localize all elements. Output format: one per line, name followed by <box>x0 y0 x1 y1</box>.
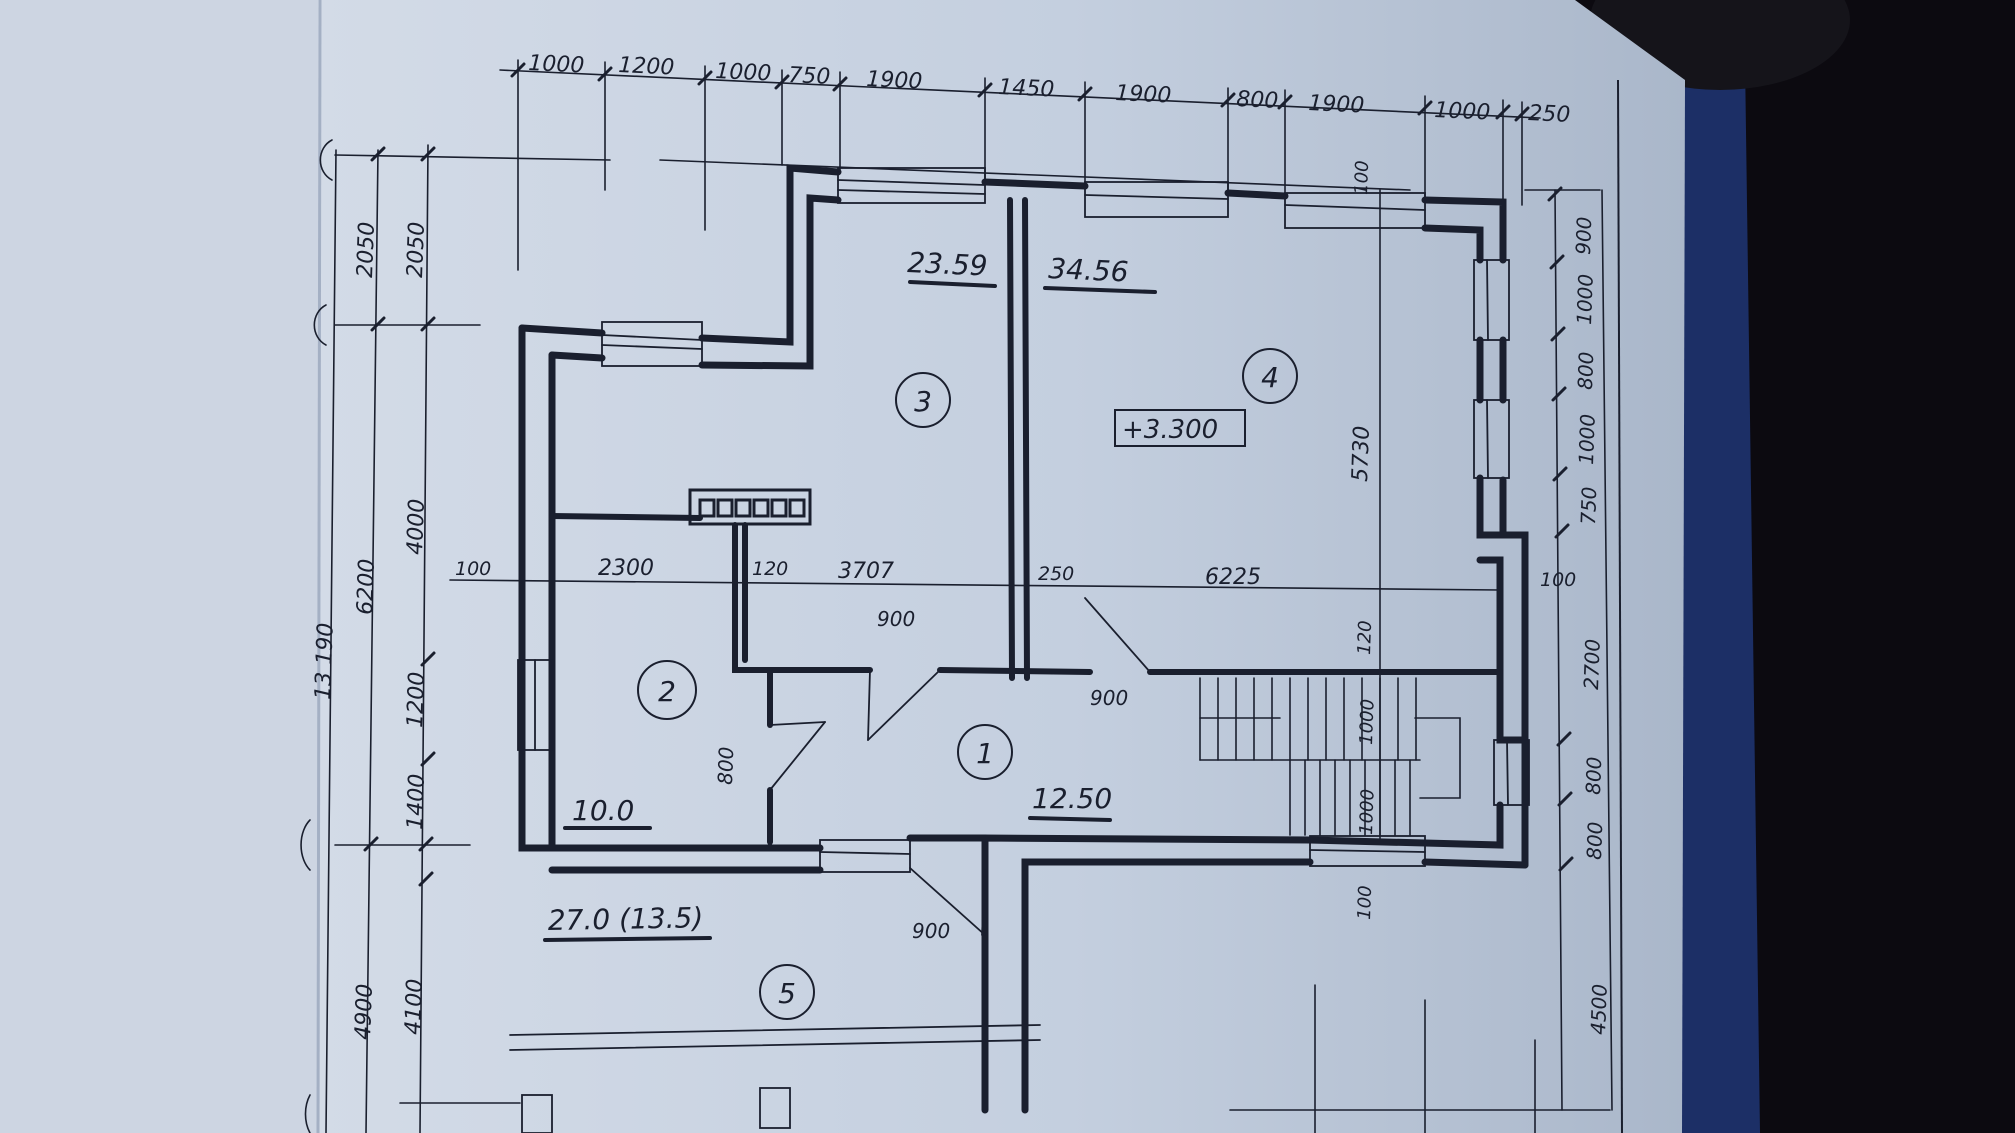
room-area-labels: 23.59 34.56 10.0 12.50 27.0 (13.5) <box>548 246 1130 937</box>
dim-label: 750 <box>1576 486 1601 525</box>
room-marker-3 <box>895 372 951 428</box>
room-marker-2 <box>637 660 697 720</box>
dim-label: 800 <box>1581 756 1606 795</box>
room-marker-5 <box>759 964 815 1020</box>
room-number-5: 5 <box>778 977 796 1010</box>
area-room-4: 34.56 <box>1048 252 1130 288</box>
dim-label: 1900 <box>1115 81 1172 109</box>
dimension-ticks <box>363 62 1574 887</box>
dim-label: 800 <box>713 746 738 785</box>
dim-label: 100 <box>1351 160 1373 195</box>
dim-label: 250 <box>1038 563 1074 585</box>
floor-plan-drawing <box>300 59 1613 1133</box>
dim-label: 5730 <box>1348 425 1375 482</box>
dim-label: 1000 <box>1574 413 1600 465</box>
windows <box>509 167 1530 1133</box>
area-room-5: 27.0 (13.5) <box>548 901 704 937</box>
axis-bubbles <box>300 139 333 1133</box>
dimension-lines <box>325 59 1613 1133</box>
dim-label: 750 <box>788 63 831 90</box>
room-number-1: 1 <box>976 737 994 770</box>
room-markers <box>637 348 1298 1020</box>
area-room-3: 23.59 <box>907 246 989 282</box>
dim-label: 1000 <box>1356 699 1379 746</box>
dim-label: 1400 <box>403 773 430 830</box>
dim-label: 1000 <box>528 51 585 79</box>
dim-label: 250 <box>1528 101 1571 128</box>
area-underlines <box>543 280 1157 942</box>
area-room-2: 10.0 <box>572 794 634 827</box>
exterior-walls <box>518 164 1529 1114</box>
dim-label: 2050 <box>353 221 380 278</box>
dim-label: 1200 <box>618 53 675 81</box>
dim-label: 120 <box>752 558 788 580</box>
dim-label: 1000 <box>1356 789 1379 836</box>
dim-label: 1000 <box>1434 98 1491 126</box>
left-dimension-labels: 13 190 6200 4900 2050 2050 4000 1200 140… <box>311 221 430 1040</box>
dim-label: 1900 <box>866 67 923 95</box>
room-number-3: 3 <box>914 385 932 418</box>
dim-label: 1450 <box>998 75 1055 103</box>
room-number-labels: 1 2 3 4 5 <box>658 361 1279 1010</box>
dim-label: 4000 <box>403 498 430 555</box>
dim-label: 6225 <box>1205 565 1261 590</box>
dim-label: 2050 <box>403 221 430 278</box>
room-number-2: 2 <box>658 675 676 708</box>
dim-label: 100 <box>1540 569 1576 591</box>
top-dimension-labels: 1000 1200 1000 750 1900 1450 1900 800 19… <box>528 51 1571 128</box>
dim-label: 100 <box>455 558 491 580</box>
dim-label: 2700 <box>1579 638 1605 690</box>
dim-label: 3707 <box>838 559 894 584</box>
door-swings <box>769 597 1151 936</box>
right-dimension-labels: 900 1000 800 1000 750 2700 800 800 4500 <box>1571 216 1612 1035</box>
room-marker-4 <box>1242 348 1298 404</box>
sheet-right-border <box>1617 79 1623 1133</box>
dim-label: 1900 <box>1308 91 1365 119</box>
dim-label: 800 <box>1236 87 1279 114</box>
interior-dimension-labels: 100 2300 120 3707 250 6225 100 900 900 8… <box>455 160 1576 943</box>
dim-label: 900 <box>912 919 950 943</box>
dim-label: 900 <box>1571 216 1596 255</box>
dim-label: 4100 <box>401 978 428 1035</box>
dim-label: 2300 <box>598 556 654 581</box>
level-mark-box <box>1114 409 1246 447</box>
dim-label: 120 <box>1354 620 1376 655</box>
dim-label: 100 <box>1354 885 1376 920</box>
dim-label: 900 <box>877 607 915 631</box>
dim-label: 6200 <box>353 558 380 615</box>
dim-label: 4900 <box>351 983 378 1040</box>
dim-label: 900 <box>1090 686 1128 710</box>
interior-walls <box>549 197 1503 845</box>
dim-label: 1000 <box>1572 273 1598 325</box>
dim-label: 800 <box>1573 351 1598 390</box>
area-room-1: 12.50 <box>1032 782 1112 815</box>
dim-label: 1200 <box>403 671 430 728</box>
dim-label: 800 <box>1582 821 1607 860</box>
staircase <box>1199 677 1461 836</box>
room-number-4: 4 <box>1261 361 1279 394</box>
level-mark: +3.300 <box>1122 415 1218 445</box>
room-marker-1 <box>957 724 1013 780</box>
chimney-block <box>688 488 812 526</box>
page-edge <box>316 0 322 1133</box>
dim-label: 4500 <box>1586 983 1612 1035</box>
desk-strip <box>1660 60 1760 1133</box>
dim-label: 1000 <box>715 59 772 87</box>
paper-sheet-left <box>0 0 330 1133</box>
dim-label: 13 190 <box>311 622 339 700</box>
